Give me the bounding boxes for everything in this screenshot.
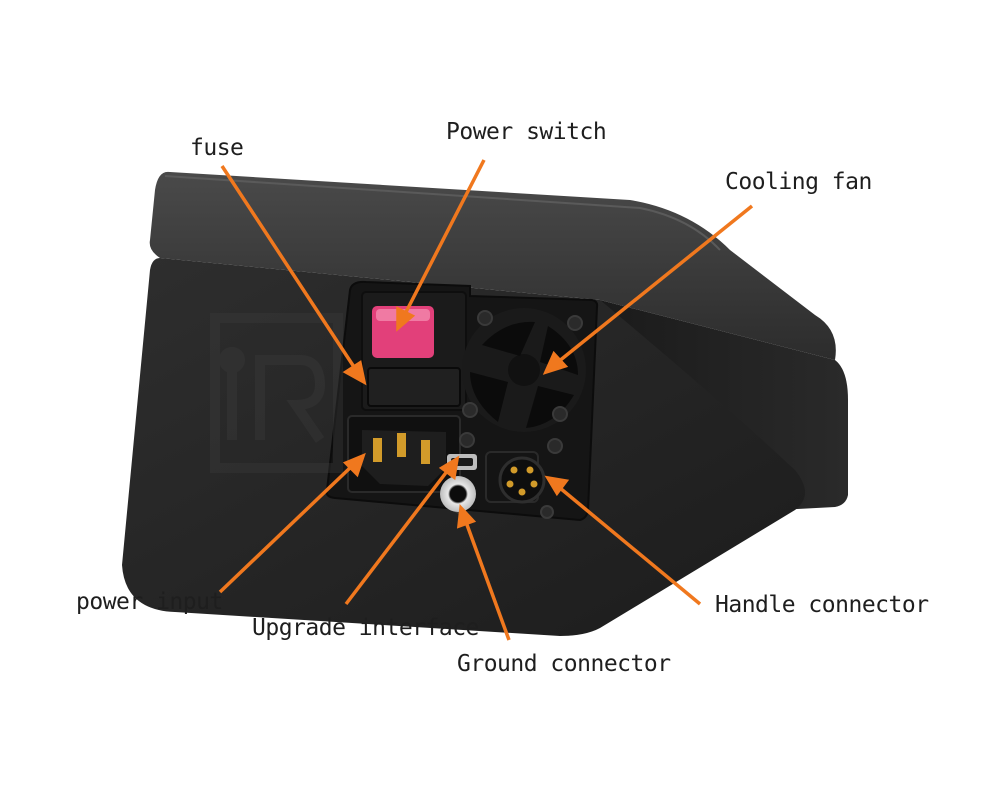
device-top-edge [164, 175, 721, 251]
arrowhead-cooling-fan [542, 350, 569, 375]
arrowhead-upgrade-interface [438, 455, 460, 481]
arrow-upgrade-interface [344, 468, 450, 606]
label-upgrade-interface: Upgrade interface [252, 615, 479, 641]
ground-jack-icon[interactable] [440, 476, 476, 512]
callout-arrows [218, 159, 754, 641]
label-cooling-fan: Cooling fan [725, 169, 872, 195]
arrow-power-input [218, 464, 354, 594]
arrowhead-power-switch [396, 306, 416, 332]
arrowhead-power-input [342, 452, 366, 478]
label-ground-connector: Ground connector [457, 651, 671, 677]
arrowhead-ground-connector [456, 503, 477, 529]
arrow-power-switch [403, 159, 486, 315]
label-handle-connector: Handle connector [715, 592, 929, 618]
label-fuse: fuse [190, 135, 244, 161]
device-top-shell [149, 171, 836, 360]
din-connector-icon[interactable] [485, 451, 546, 504]
arrowhead-handle-connector [544, 475, 570, 497]
iec-power-socket-icon[interactable] [347, 415, 461, 493]
label-power-input: power input [76, 589, 223, 615]
arrow-cooling-fan [556, 204, 754, 364]
watermark-logo [210, 313, 343, 473]
label-power-switch: Power switch [446, 119, 607, 145]
arrowhead-fuse [342, 360, 367, 386]
arrow-ground-connector [464, 521, 511, 641]
arrow-fuse [220, 165, 358, 371]
arrow-handle-connector [558, 486, 702, 606]
fuse-holder[interactable] [367, 367, 461, 407]
